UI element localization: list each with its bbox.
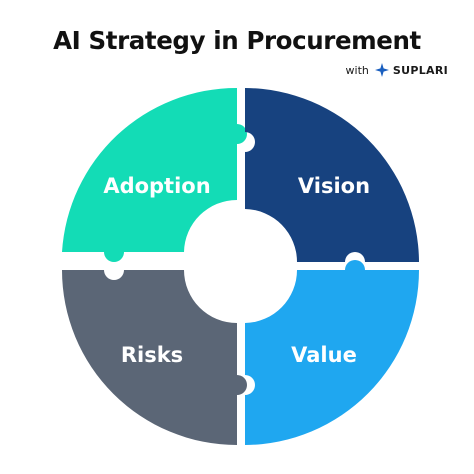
label-value: Value bbox=[291, 343, 357, 367]
byline-brand: SUPLARI bbox=[392, 63, 448, 77]
label-vision: Vision bbox=[298, 174, 370, 198]
segment-adoption bbox=[62, 87, 247, 262]
suplari-star-icon bbox=[374, 63, 389, 77]
byline-prefix: with bbox=[345, 63, 369, 77]
segment-vision bbox=[245, 88, 419, 262]
segment-value bbox=[245, 260, 419, 445]
diagram-title: AI Strategy in Procurement bbox=[53, 26, 421, 55]
byline: with SUPLARI bbox=[346, 63, 448, 77]
segment-risks bbox=[62, 270, 247, 445]
label-risks: Risks bbox=[121, 343, 183, 367]
label-adoption: Adoption bbox=[103, 174, 210, 198]
